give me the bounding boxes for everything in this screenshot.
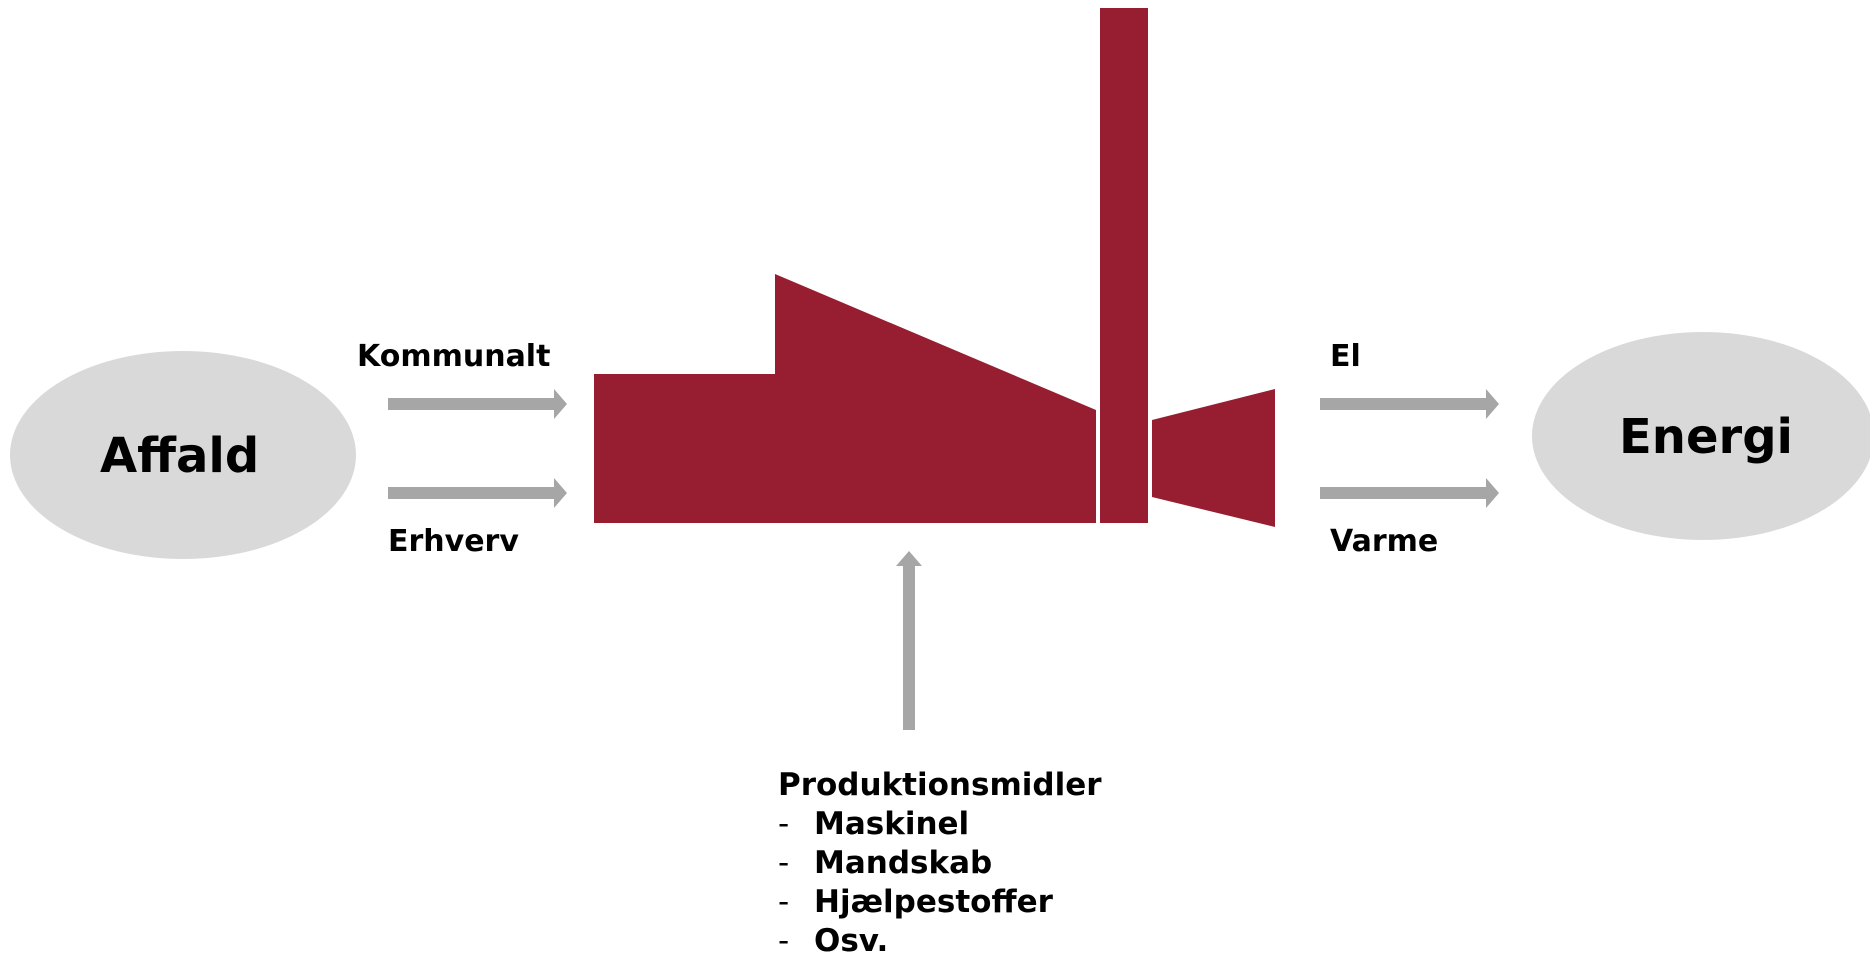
plant-chimney <box>1100 8 1148 523</box>
resources-item-label: Hjælpestoffer <box>814 884 1053 920</box>
source-ellipse <box>10 351 356 559</box>
resources-list: - Maskinel - Mandskab - Hjælpestoffer - … <box>778 805 1102 961</box>
source-label: Affald <box>100 428 260 484</box>
plant-icon <box>594 8 1275 527</box>
bullet-dash: - <box>778 884 790 920</box>
plant-turbine <box>1152 389 1275 527</box>
input-arrow-erhverv <box>388 478 567 508</box>
resources-item: - Maskinel <box>778 805 1102 844</box>
output-arrow-varme <box>1320 478 1499 508</box>
input-arrow-kommunalt <box>388 389 567 419</box>
plant-building <box>594 274 1096 523</box>
bullet-dash: - <box>778 845 790 881</box>
resources-item: - Hjælpestoffer <box>778 883 1102 922</box>
bullet-dash: - <box>778 923 790 959</box>
input-label-erhverv: Erhverv <box>388 524 519 559</box>
input-label-kommunalt: Kommunalt <box>357 339 551 374</box>
resources-block: Produktionsmidler - Maskinel - Mandskab … <box>778 766 1102 961</box>
target-ellipse <box>1532 332 1870 540</box>
target-label: Energi <box>1619 409 1793 465</box>
output-label-varme: Varme <box>1330 524 1439 559</box>
output-label-el: El <box>1330 339 1361 374</box>
resources-title: Produktionsmidler <box>778 767 1102 803</box>
resources-item-label: Mandskab <box>814 845 993 881</box>
resources-item-label: Osv. <box>814 923 889 959</box>
resources-item-label: Maskinel <box>814 806 970 842</box>
resources-item: - Osv. <box>778 922 1102 961</box>
output-arrow-el <box>1320 389 1499 419</box>
resources-arrow <box>896 551 922 730</box>
bullet-dash: - <box>778 806 790 842</box>
resources-item: - Mandskab <box>778 844 1102 883</box>
